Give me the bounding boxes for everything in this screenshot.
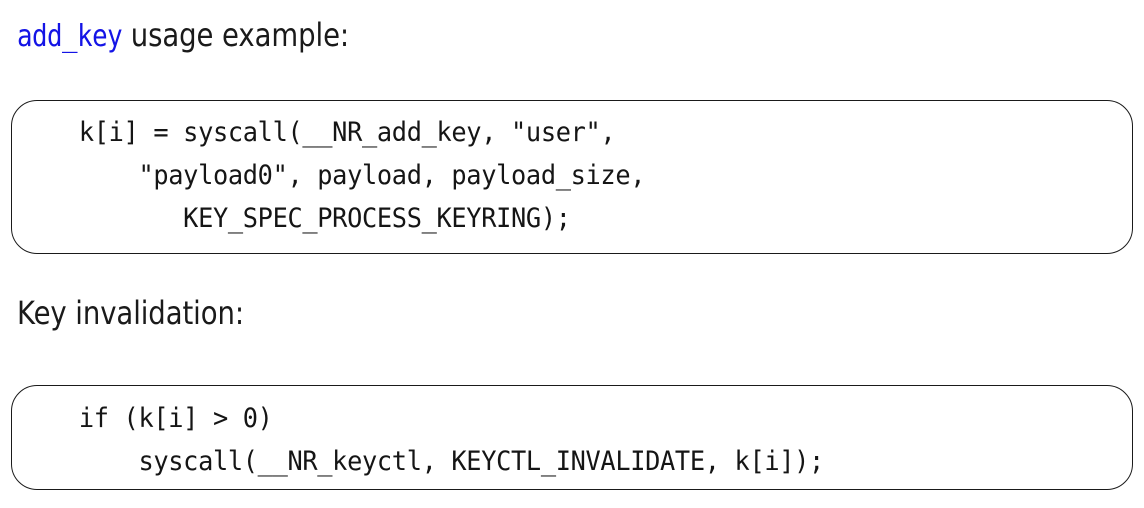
code-block-add-key-lines: k[i] = syscall(__NR_add_key, "user", "pa… — [12, 101, 1082, 240]
intro-heading-rest: usage example: — [122, 16, 350, 54]
code-line: if (k[i] > 0) — [78, 403, 273, 434]
code-block-key-invalidation-lines: if (k[i] > 0) syscall(__NR_keyctl, KEYCT… — [12, 386, 1082, 483]
code-line: KEY_SPEC_PROCESS_KEYRING); — [78, 203, 571, 234]
intro-heading: add_key usage example: — [17, 19, 349, 52]
key-invalidation-heading: Key invalidation: — [17, 297, 244, 329]
code-block-key-invalidation: if (k[i] > 0) syscall(__NR_keyctl, KEYCT… — [11, 385, 1133, 490]
code-line: syscall(__NR_keyctl, KEYCTL_INVALIDATE, … — [78, 446, 824, 477]
add-key-code-term: add_key — [17, 19, 123, 54]
code-line: "payload0", payload, payload_size, — [78, 160, 646, 191]
code-line: k[i] = syscall(__NR_add_key, "user", — [78, 117, 616, 148]
key-invalidation-heading-label: Key invalidation: — [17, 294, 245, 332]
code-block-add-key: k[i] = syscall(__NR_add_key, "user", "pa… — [11, 100, 1133, 254]
